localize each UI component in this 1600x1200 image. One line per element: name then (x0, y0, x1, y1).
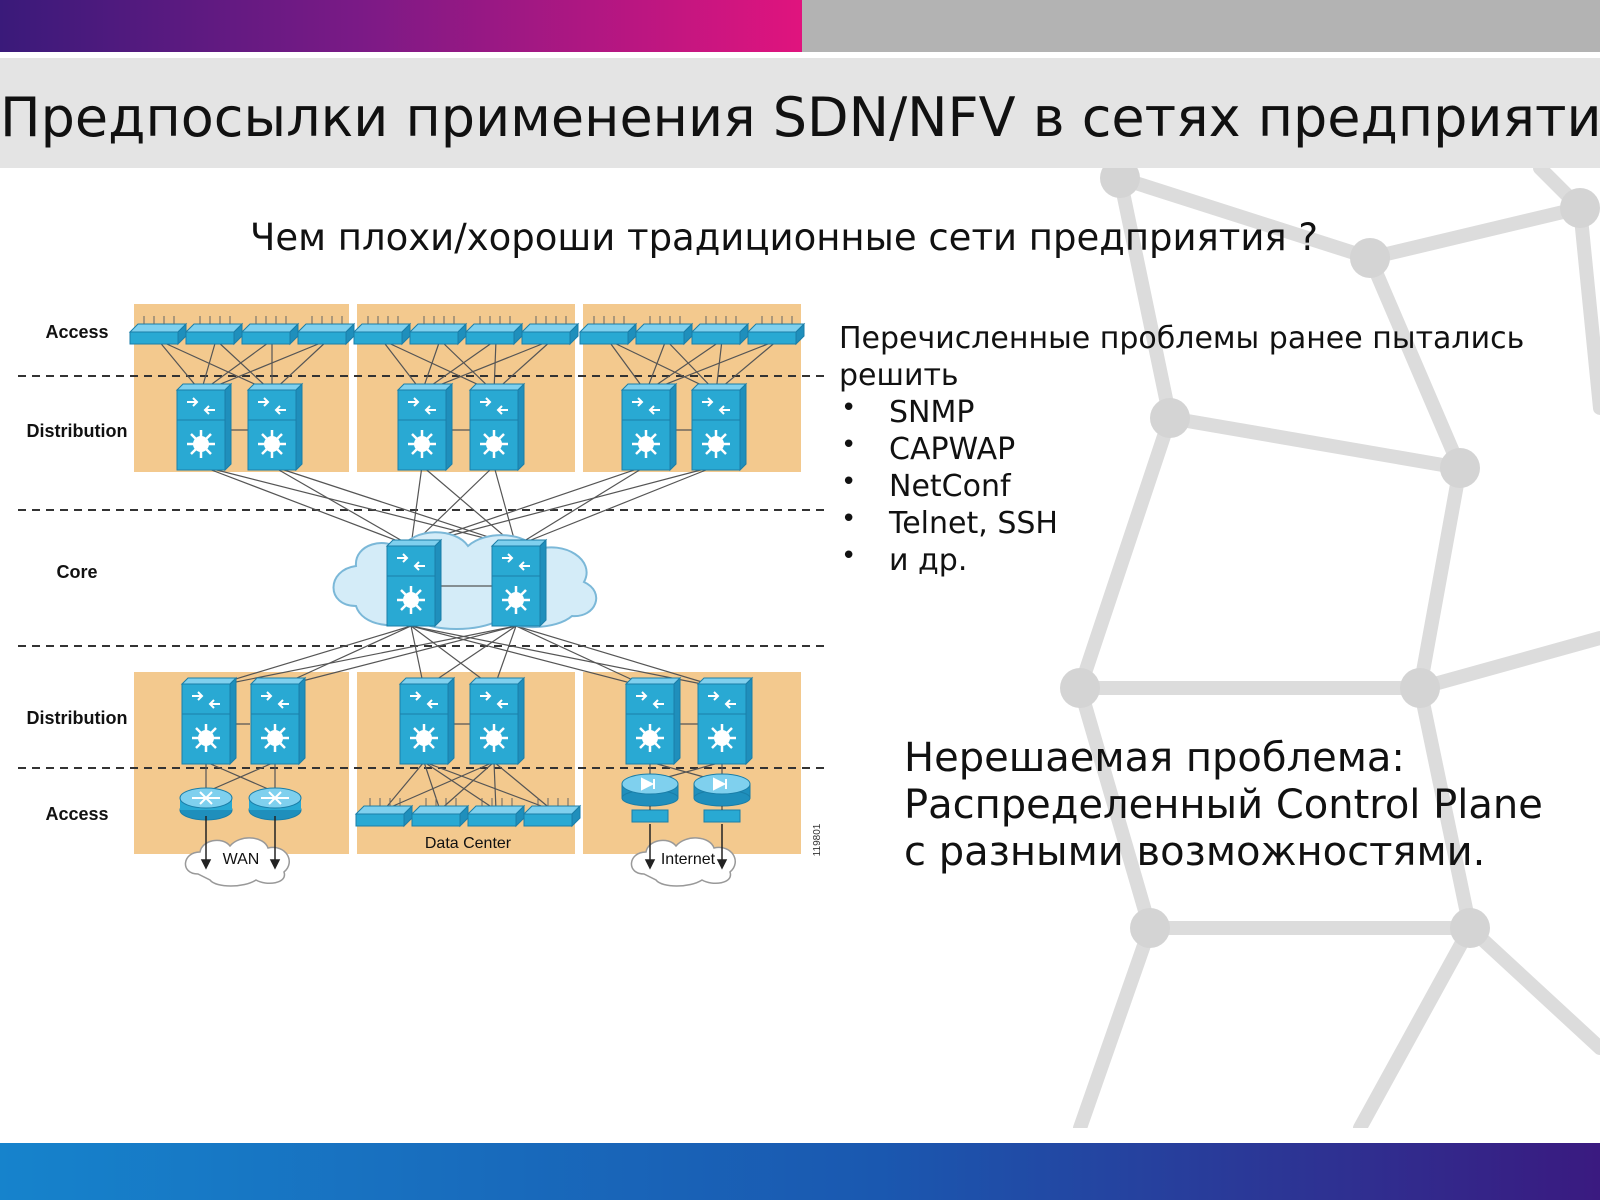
problem-line-2: Распределенный Control Plane (904, 782, 1543, 828)
figure-id: 119801 (812, 823, 823, 856)
layer-label-core: Core (56, 562, 97, 582)
top-accent-bar (0, 0, 1600, 52)
layer-label-access-top: Access (45, 322, 108, 342)
bottom-accent-bar (0, 1143, 1600, 1200)
problem-line-3: с разными возможностями. (904, 829, 1486, 875)
notes-item: •NetConf (839, 467, 1539, 505)
notes-item: •Telnet, SSH (839, 504, 1539, 542)
layer-label-access-bottom: Access (45, 804, 108, 824)
bullet-icon: • (841, 430, 857, 460)
notes-intro: Перечисленные проблемы ранее пытались ре… (839, 321, 1525, 393)
unsolved-problem-block: Нерешаемая проблема: Распределенный Cont… (904, 735, 1584, 876)
enterprise-network-diagram: Access Distribution Core Distribution Ac… (18, 304, 828, 887)
bottom-panel-internet (583, 672, 801, 854)
bullet-icon: • (841, 504, 857, 534)
core-cloud (332, 531, 597, 630)
data-center-label: Data Center (425, 835, 512, 852)
wan-cloud (184, 837, 290, 887)
layer-label-distribution-top: Distribution (27, 421, 128, 441)
problem-line-1: Нерешаемая проблема: (904, 735, 1405, 781)
top-gradient-stripe (0, 0, 802, 52)
title-band: Предпосылки применения SDN/NFV в сетях п… (0, 58, 1600, 168)
bottom-panel-wan (134, 672, 349, 854)
bottom-panel-data-center (357, 672, 575, 854)
bullet-icon: • (841, 467, 857, 497)
slide-subtitle: Чем плохи/хороши традиционные сети предп… (250, 216, 1319, 259)
slide-title: Предпосылки применения SDN/NFV в сетях п… (0, 86, 1600, 149)
background-network-graphic (1060, 168, 1600, 1128)
internet-label: Internet (661, 851, 716, 868)
wan-label: WAN (223, 851, 260, 868)
internet-cloud (630, 837, 736, 887)
layer-label-distribution-bottom: Distribution (27, 708, 128, 728)
notes-item: •CAPWAP (839, 430, 1539, 468)
notes-list: •SNMP •CAPWAP •NetConf •Telnet, SSH •и д… (839, 393, 1539, 579)
bullet-icon: • (841, 541, 857, 571)
notes-block: Перечисленные проблемы ранее пытались ре… (839, 320, 1539, 579)
notes-item: •SNMP (839, 393, 1539, 431)
notes-item: •и др. (839, 541, 1539, 579)
bullet-icon: • (841, 393, 857, 423)
